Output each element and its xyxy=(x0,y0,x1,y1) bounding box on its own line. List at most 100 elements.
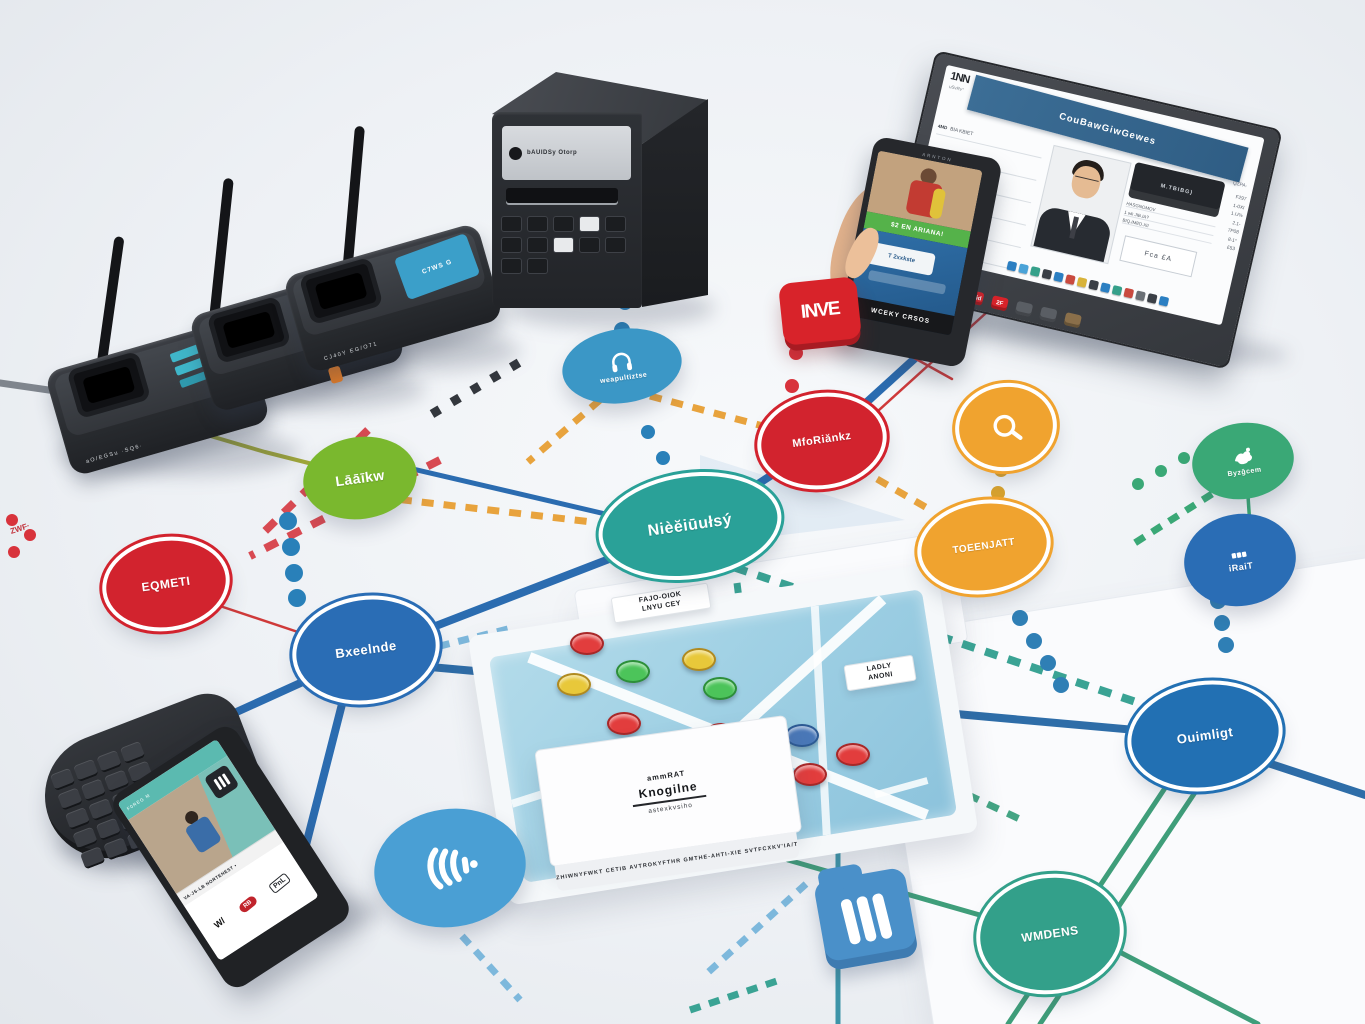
server-panel: bAUIDSy Otorp xyxy=(502,126,631,180)
blue-dots-laaikw xyxy=(282,538,300,556)
map-pin-g xyxy=(616,660,650,683)
server-key xyxy=(553,216,574,232)
server-key xyxy=(553,237,574,253)
screen-app-icon xyxy=(1135,290,1146,302)
blue-dots-right xyxy=(1040,655,1056,671)
blue-dots-laaikw xyxy=(285,564,303,582)
server-key xyxy=(579,237,600,253)
server-key xyxy=(527,258,548,274)
app-tile-icon xyxy=(203,764,240,800)
orange-dots xyxy=(991,486,1005,500)
orange-dash-3 xyxy=(856,464,936,516)
remote-key xyxy=(49,767,76,792)
fca-field: Fca £A xyxy=(1119,235,1198,278)
orange-dash-2 xyxy=(649,392,779,434)
node-mforiankz-label: MfoRiănkz xyxy=(791,430,853,451)
bezel-icon xyxy=(1063,312,1082,329)
logo-3: PnL xyxy=(267,872,292,895)
node-ouimligt-label: Ouimligt xyxy=(1175,724,1235,748)
screen-app-icon xyxy=(1123,287,1135,299)
red-dots-inv xyxy=(789,346,803,360)
screen-app-icon xyxy=(1088,279,1100,291)
capture-chip-bar xyxy=(867,269,947,295)
bird-icon xyxy=(1229,444,1256,471)
logo-1: W/ xyxy=(211,915,227,930)
inv-badge: INVE xyxy=(777,276,863,346)
headset-icon xyxy=(607,348,636,377)
remote-key xyxy=(73,758,99,783)
screen-app-icon xyxy=(1076,276,1088,288)
search-icon xyxy=(987,408,1025,446)
logo-2: RB xyxy=(236,894,258,915)
folder-icon xyxy=(812,866,920,972)
red-dots-left-edge xyxy=(6,514,18,526)
remote-key xyxy=(72,826,98,850)
server-keypad xyxy=(501,216,629,274)
blue-dots-right xyxy=(1026,633,1042,649)
blue-dots-center xyxy=(641,425,655,439)
radio3-plate-text: C7WS G xyxy=(420,257,454,276)
orange-dash-1 xyxy=(525,397,603,465)
red-dots-inv xyxy=(785,379,799,393)
side-value: 8-1° xyxy=(1227,237,1238,244)
node-search xyxy=(953,380,1059,474)
node-weapultiztse-label: weapultiztse xyxy=(599,371,648,386)
remote-key xyxy=(80,778,107,802)
green-dots-byz xyxy=(1178,452,1190,464)
side-value: 1-0XI xyxy=(1232,203,1245,211)
inv-badge-label: INVE xyxy=(799,298,841,323)
blue-dots-right xyxy=(1053,677,1069,693)
map-pin-g xyxy=(703,677,737,700)
screen-app-icon xyxy=(1111,284,1123,296)
screen-app-icon xyxy=(1041,268,1053,280)
node-wifi xyxy=(366,798,534,938)
bezel-icon xyxy=(1039,306,1058,323)
server-key xyxy=(501,216,522,232)
node-eqmeti-label: EQMETI xyxy=(140,573,192,595)
server-label: bAUIDSy Otorp xyxy=(527,150,578,156)
bezel-icon xyxy=(1014,300,1034,318)
lightblue-dash-3 xyxy=(459,933,523,1003)
screen-app-icon xyxy=(1146,293,1158,304)
node-wmdens-label: WMDENS xyxy=(1020,922,1080,945)
node-irait-label: iRaiT xyxy=(1228,560,1254,574)
node-nieeiuulsy-label: Nièĕiūułsý xyxy=(646,510,734,540)
green-right-line xyxy=(1107,944,1261,1024)
squares-icon xyxy=(1230,546,1248,564)
blue-dots-center xyxy=(656,451,670,465)
teal-dash-bottom xyxy=(688,976,782,1014)
remote-key xyxy=(119,740,146,765)
server-key xyxy=(501,258,522,274)
blue-dots-laaikw xyxy=(279,512,297,530)
node-laaikw-label: Lāāīkw xyxy=(334,466,386,490)
screen-app-icon xyxy=(1018,263,1029,275)
remote-key xyxy=(95,817,122,841)
app-header-title: CouBawGiwGewes xyxy=(1057,110,1158,147)
remote-key xyxy=(88,797,114,822)
server-logo-dot xyxy=(509,146,522,160)
side-value: 1.U% xyxy=(1230,211,1243,220)
remote-key xyxy=(64,806,91,831)
red-thin-line-2 xyxy=(206,600,312,638)
green-dots-byz xyxy=(1155,465,1167,477)
map-pin-r xyxy=(793,763,827,786)
red-dots-left-edge xyxy=(24,529,36,541)
node-toeenjatt-label: TOEENJATT xyxy=(951,536,1016,557)
map-pin-y xyxy=(557,673,591,696)
server-key xyxy=(605,237,626,253)
map-pin-b xyxy=(785,724,819,747)
screen-app-icon xyxy=(1064,274,1076,285)
screen-app-icon xyxy=(1006,260,1018,272)
screen-icon-strip xyxy=(1006,260,1170,307)
remote-key xyxy=(57,787,83,811)
green-dots-byz xyxy=(1132,478,1144,490)
node-bxeelnde-label: Bxeelnde xyxy=(334,637,398,662)
screen-app-icon xyxy=(1158,295,1170,307)
app-corner-text: QZPA· xyxy=(1232,180,1248,190)
bezel-badge-2F: 2F xyxy=(990,295,1009,312)
server-key xyxy=(605,216,626,232)
screen-app-icon xyxy=(1053,271,1064,283)
map-pin-r xyxy=(836,743,870,766)
